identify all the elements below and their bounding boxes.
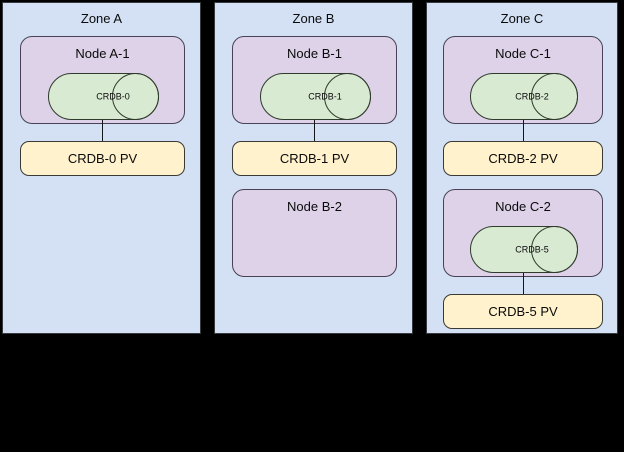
zone-c[interactable]: Zone C Node C-1 CRDB-2 CRDB-2 PV Node C-… bbox=[426, 2, 618, 334]
node-c-1-title: Node C-1 bbox=[495, 46, 551, 61]
pod-label-crdb-2: CRDB-2 bbox=[515, 91, 549, 101]
connector-crdb-0-to-pv bbox=[102, 120, 103, 142]
node-c-2-title: Node C-2 bbox=[495, 199, 551, 214]
pv-crdb-5-label: CRDB-5 PV bbox=[488, 304, 558, 319]
node-b-2-title: Node B-2 bbox=[287, 199, 342, 214]
connector-crdb-2-to-pv bbox=[523, 120, 524, 142]
connector-crdb-1-to-pv bbox=[314, 120, 315, 142]
pv-crdb-2[interactable]: CRDB-2 PV bbox=[443, 141, 603, 176]
pod-label-crdb-5: CRDB-5 bbox=[515, 244, 549, 254]
zone-a[interactable]: Zone A Node A-1 CRDB-0 CRDB-0 PV bbox=[2, 2, 201, 334]
node-a-1-title: Node A-1 bbox=[75, 46, 130, 61]
zone-b-title: Zone B bbox=[292, 11, 335, 26]
connector-crdb-5-to-pv bbox=[523, 273, 524, 295]
pod-label-crdb-0: CRDB-0 bbox=[96, 91, 130, 101]
node-b-1-title: Node B-1 bbox=[287, 46, 342, 61]
database-cylinder-crdb-1[interactable]: CRDB-1 bbox=[260, 73, 371, 120]
database-cylinder-crdb-2[interactable]: CRDB-2 bbox=[470, 73, 578, 120]
pv-crdb-5[interactable]: CRDB-5 PV bbox=[443, 294, 603, 329]
pv-crdb-0-label: CRDB-0 PV bbox=[67, 151, 138, 166]
zone-c-title: Zone C bbox=[500, 11, 544, 26]
node-b-2[interactable]: Node B-2 bbox=[232, 189, 397, 277]
pod-label-crdb-1: CRDB-1 bbox=[308, 91, 342, 101]
node-c-1[interactable]: Node C-1 CRDB-2 bbox=[443, 36, 603, 124]
pv-crdb-0[interactable]: CRDB-0 PV bbox=[20, 141, 185, 176]
node-b-1[interactable]: Node B-1 CRDB-1 bbox=[232, 36, 397, 124]
zone-b[interactable]: Zone B Node B-1 CRDB-1 CRDB-1 PV Node B-… bbox=[214, 2, 413, 334]
pv-crdb-2-label: CRDB-2 PV bbox=[488, 151, 558, 166]
node-c-2[interactable]: Node C-2 CRDB-5 bbox=[443, 189, 603, 277]
node-a-1[interactable]: Node A-1 CRDB-0 bbox=[20, 36, 185, 124]
database-cylinder-crdb-5[interactable]: CRDB-5 bbox=[470, 226, 578, 273]
pv-crdb-1[interactable]: CRDB-1 PV bbox=[232, 141, 397, 176]
database-cylinder-crdb-0[interactable]: CRDB-0 bbox=[48, 73, 159, 120]
pv-crdb-1-label: CRDB-1 PV bbox=[279, 151, 350, 166]
zone-a-title: Zone A bbox=[80, 11, 123, 26]
